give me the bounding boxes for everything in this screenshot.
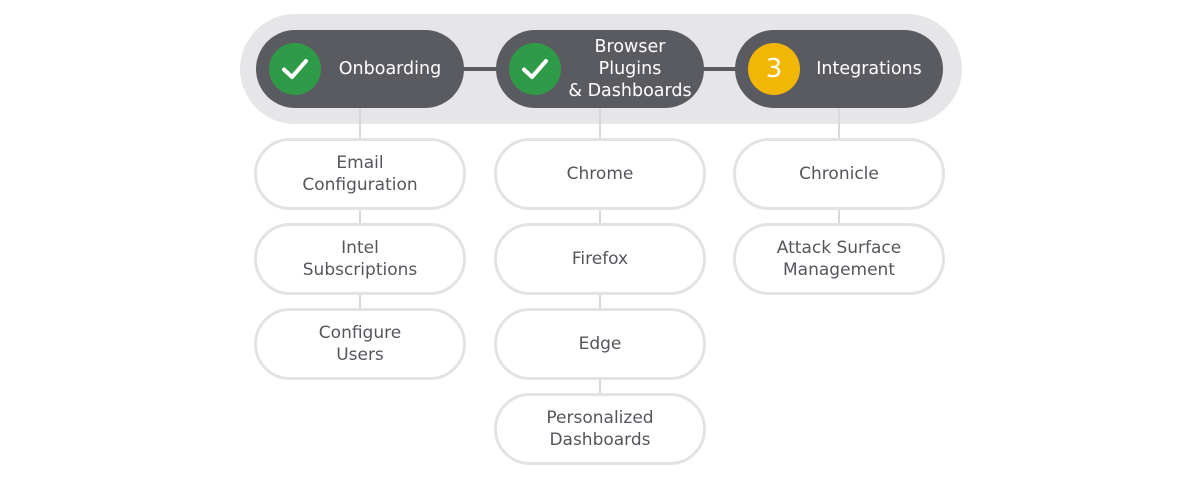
task-attack-surface-management[interactable]: Attack Surface Management xyxy=(733,223,945,295)
step-label: Integrations xyxy=(816,59,922,79)
step-complete-badge xyxy=(269,43,321,95)
task-personalized-dashboards[interactable]: Personalized Dashboards xyxy=(494,393,706,465)
task-chrome[interactable]: Chrome xyxy=(494,138,706,210)
step-complete-badge xyxy=(509,43,561,95)
step-integrations[interactable]: 3 Integrations xyxy=(735,30,943,108)
task-configure-users[interactable]: Configure Users xyxy=(254,308,466,380)
checkmark-icon xyxy=(522,59,548,79)
step-connector-2-3 xyxy=(702,67,738,71)
step-number: 3 xyxy=(765,54,783,84)
step-browser-plugins-dashboards[interactable]: Browser Plugins & Dashboards xyxy=(496,30,704,108)
task-email-configuration[interactable]: Email Configuration xyxy=(254,138,466,210)
step-connector-1-2 xyxy=(462,67,498,71)
step-label: Onboarding xyxy=(338,59,442,79)
step-label: Browser Plugins & Dashboards xyxy=(568,37,692,101)
step-onboarding[interactable]: Onboarding xyxy=(256,30,464,108)
checkmark-icon xyxy=(282,59,308,79)
task-firefox[interactable]: Firefox xyxy=(494,223,706,295)
task-chronicle[interactable]: Chronicle xyxy=(733,138,945,210)
task-edge[interactable]: Edge xyxy=(494,308,706,380)
step-number-badge: 3 xyxy=(748,43,800,95)
task-intel-subscriptions[interactable]: Intel Subscriptions xyxy=(254,223,466,295)
